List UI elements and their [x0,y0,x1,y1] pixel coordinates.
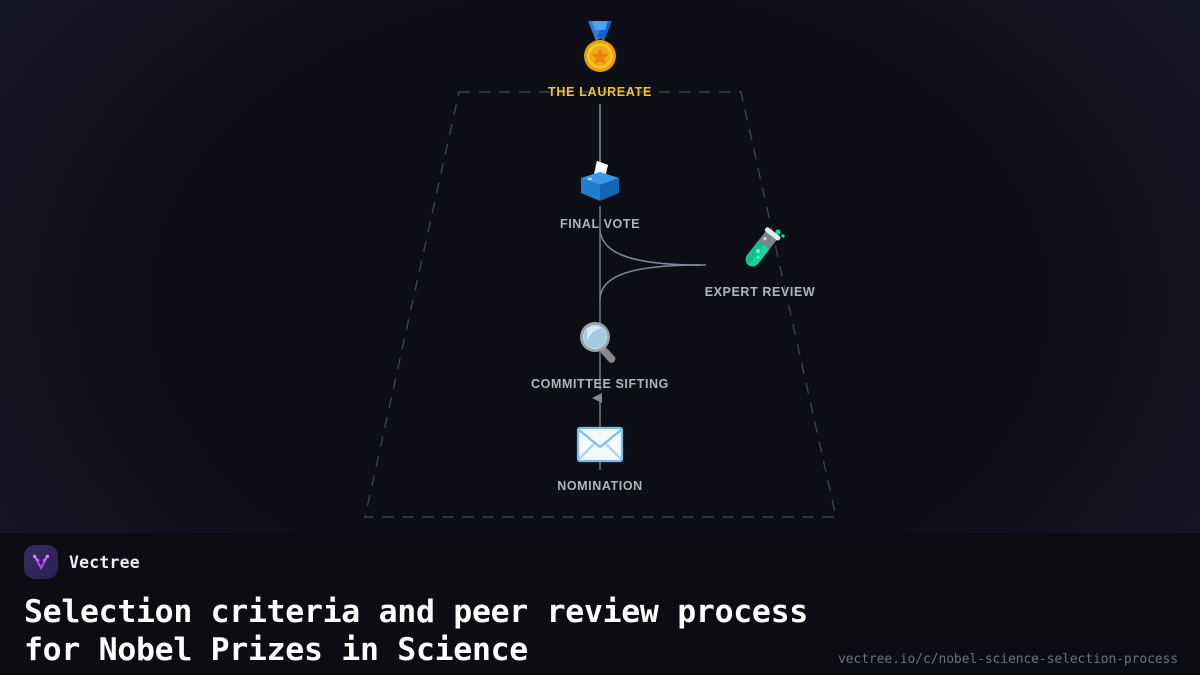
brand[interactable]: Vectree [24,545,140,579]
node-committee-sifting[interactable]: COMMITTEE SIFTING [490,318,710,391]
vectree-branch-logo-icon [24,545,58,579]
node-nomination[interactable]: NOMINATION [490,422,710,493]
node-laureate[interactable]: THE LAUREATE [490,20,710,99]
node-expert-review-label: EXPERT REVIEW [704,285,816,299]
brand-name: Vectree [69,552,140,572]
test-tube-icon [650,224,870,280]
node-committee-sifting-label: COMMITTEE SIFTING [531,377,669,391]
page-url: vectree.io/c/nobel-science-selection-pro… [838,652,1178,667]
diagram-boundary [364,91,837,518]
node-laureate-label: THE LAUREATE [548,85,652,99]
edge-committee-to-expert [599,264,701,301]
footer: Vectree Selection criteria and peer revi… [0,533,1200,675]
diagram-canvas[interactable]: THE LAUREATE FINAL VOTE [0,0,1200,533]
edge-final-vote-to-expert [599,227,701,266]
magnifying-glass-icon [490,318,710,372]
medal-icon [490,20,710,80]
node-final-vote-label: FINAL VOTE [559,217,641,231]
envelope-icon [490,422,710,474]
node-expert-review[interactable]: EXPERT REVIEW [650,224,870,299]
page-title: Selection criteria and peer review proce… [24,594,808,668]
node-nomination-label: NOMINATION [557,479,643,493]
node-final-vote[interactable]: FINAL VOTE [490,158,710,231]
ballot-box-icon [490,158,710,212]
